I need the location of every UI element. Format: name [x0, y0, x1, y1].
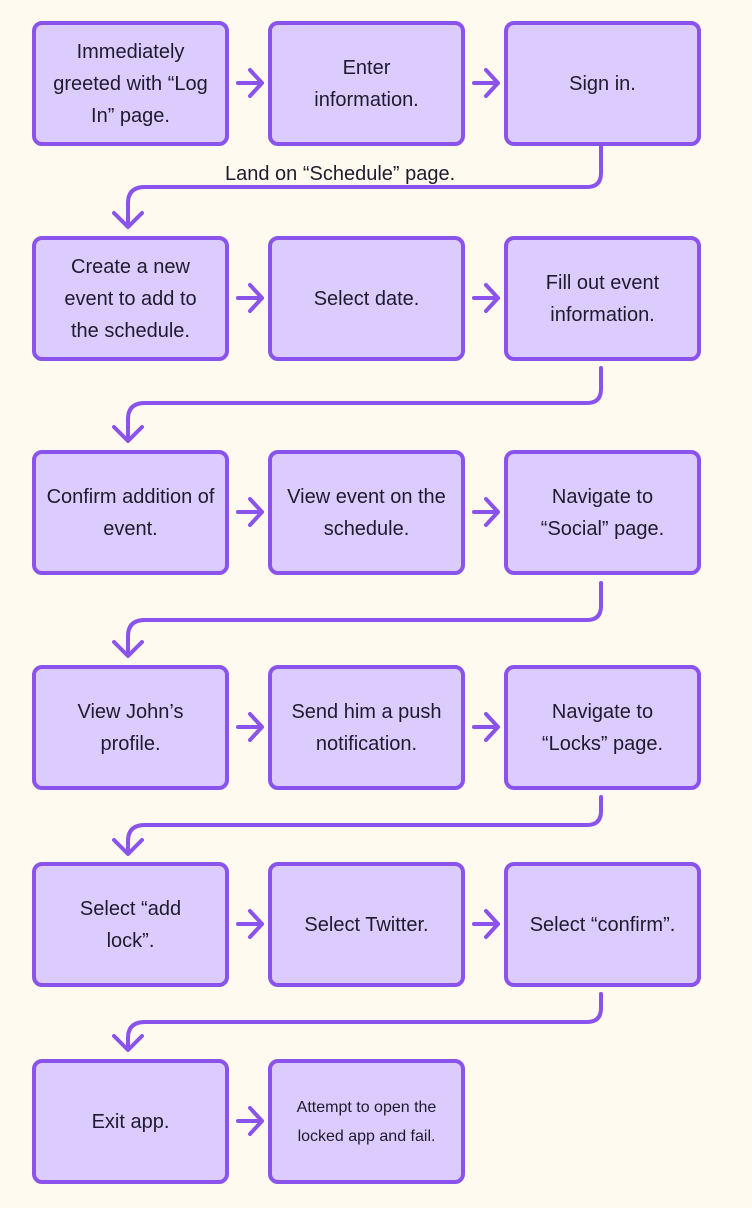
step-label: Select Twitter. — [304, 913, 429, 936]
right-arrow-icon — [472, 497, 500, 527]
step-label: Navigate to “Social” page. — [540, 485, 665, 540]
step-label: Confirm addition of event. — [46, 485, 215, 540]
step-label: Send him a push notification. — [291, 700, 442, 755]
right-arrow-icon — [236, 909, 264, 939]
return-connector — [126, 366, 603, 441]
step-label: Exit app. — [91, 1110, 170, 1133]
step-attempt-open-locked-app: Attempt to open the locked app and fail. — [268, 1059, 465, 1184]
down-arrow-icon — [112, 425, 144, 443]
step-label: Immediately greeted with “Log In” page. — [53, 40, 208, 127]
down-arrow-icon — [112, 211, 144, 229]
step-label: Select date. — [313, 287, 420, 310]
right-arrow-icon — [472, 283, 500, 313]
step-view-john-profile: View John’s profile. — [32, 665, 229, 790]
step-label: Sign in. — [569, 72, 636, 95]
step-send-push-notification: Send him a push notification. — [268, 665, 465, 790]
step-label: Navigate to “Locks” page. — [541, 700, 664, 755]
down-arrow-icon — [112, 838, 144, 856]
step-confirm-addition: Confirm addition of event. — [32, 450, 229, 575]
step-navigate-locks: Navigate to “Locks” page. — [504, 665, 701, 790]
right-arrow-icon — [472, 68, 500, 98]
down-arrow-icon — [112, 640, 144, 658]
step-label: Select “confirm”. — [529, 913, 676, 936]
right-arrow-icon — [236, 712, 264, 742]
step-label: Enter information. — [314, 56, 419, 111]
step-label: Select “add lock”. — [79, 897, 182, 952]
right-arrow-icon — [236, 68, 264, 98]
right-arrow-icon — [236, 1106, 264, 1136]
step-label: View John’s profile. — [77, 700, 184, 755]
right-arrow-icon — [472, 712, 500, 742]
step-view-event: View event on the schedule. — [268, 450, 465, 575]
right-arrow-icon — [236, 283, 264, 313]
right-arrow-icon — [472, 909, 500, 939]
transition-caption: Land on “Schedule” page. — [225, 163, 456, 185]
return-connector — [126, 992, 603, 1050]
step-fill-out-event-information: Fill out event information. — [504, 236, 701, 361]
return-connector — [126, 795, 603, 854]
step-enter-information: Enter information. — [268, 21, 465, 146]
step-label: Attempt to open the locked app and fail. — [296, 1098, 437, 1145]
step-label: View event on the schedule. — [287, 485, 446, 540]
step-select-date: Select date. — [268, 236, 465, 361]
step-sign-in: Sign in. — [504, 21, 701, 146]
down-arrow-icon — [112, 1034, 144, 1052]
step-create-event: Create a new event to add to the schedul… — [32, 236, 229, 361]
step-navigate-social: Navigate to “Social” page. — [504, 450, 701, 575]
step-exit-app: Exit app. — [32, 1059, 229, 1184]
step-label: Create a new event to add to the schedul… — [64, 255, 197, 342]
step-log-in-page: Immediately greeted with “Log In” page. — [32, 21, 229, 146]
step-select-add-lock: Select “add lock”. — [32, 862, 229, 987]
right-arrow-icon — [236, 497, 264, 527]
return-connector — [126, 581, 603, 656]
step-select-confirm: Select “confirm”. — [504, 862, 701, 987]
step-select-twitter: Select Twitter. — [268, 862, 465, 987]
step-label: Fill out event information. — [545, 271, 660, 326]
